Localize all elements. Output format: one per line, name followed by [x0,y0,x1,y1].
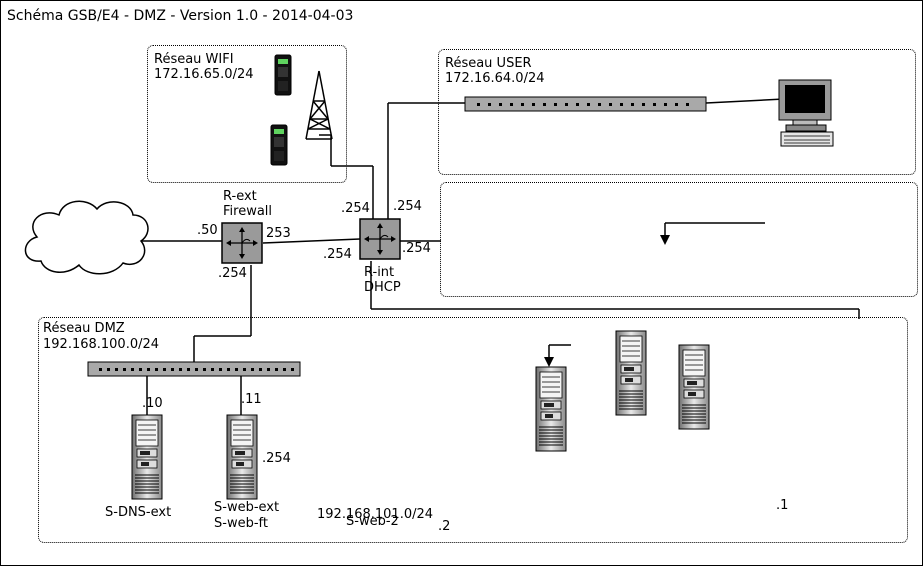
router-rext-name: R-ext [223,189,257,204]
switch-port [598,103,601,106]
zone-wifi [147,45,347,183]
switch-port [171,368,174,371]
workstation-icon [778,79,834,147]
switch-port [664,103,667,106]
server-label-web-ext: S-web-ext [214,500,280,515]
antenna-icon [305,70,333,140]
server-label-web-ft: S-web-ft [214,516,268,531]
switch-port [235,368,238,371]
switch-port [283,368,286,371]
switch-port [587,103,590,106]
switch-port [477,103,480,106]
switch-port [291,368,294,371]
zone-user-name: Réseau USER [445,56,532,71]
switch-port [554,103,557,106]
cloud-icon [24,200,149,275]
zone-user-subnet: 172.16.64.0/24 [445,71,545,86]
switch-port [686,103,689,106]
switch-port [131,368,134,371]
switch-port [499,103,502,106]
switch-port [521,103,524,106]
ip-label: .11 [241,392,262,407]
switch-port [510,103,513,106]
diagram-title: Schéma GSB/E4 - DMZ - Version 1.0 - 2014… [7,8,354,24]
pda-icon [270,124,288,166]
switch-port [532,103,535,106]
ip-label: .254 [323,247,352,262]
switch-port [251,368,254,371]
switch-port [139,368,142,371]
pda-icon [274,54,292,96]
switch-port [543,103,546,106]
server-icon [615,330,647,416]
switch-port [195,368,198,371]
ip-label: .254 [262,451,291,466]
zone-empty [440,182,918,297]
links [139,98,860,415]
server-icon [131,414,163,500]
switch-port [243,368,246,371]
switch-port [155,368,158,371]
switch-port [163,368,166,371]
switch-port [653,103,656,106]
server-icon [535,366,567,452]
switch-port [488,103,491,106]
subnet-101-label: 192.168.101.0/24 [317,507,434,522]
server-label-dns: S-DNS-ext [105,505,172,520]
switch-port [179,368,182,371]
router-icon [221,222,263,264]
switch-port [99,368,102,371]
ip-label: .50 [197,223,218,238]
server-icon [678,344,710,430]
server-icon [226,414,258,500]
switch-icon [87,361,301,377]
switch-port [565,103,568,106]
switch-port [576,103,579,106]
zone-dmz-subnet: 192.168.100.0/24 [43,337,160,352]
switch-port [187,368,190,371]
router-rint-role: DHCP [364,280,401,295]
switch-port [675,103,678,106]
zone-dmz [38,317,908,543]
switch-port [211,368,214,371]
server-label-web2: S-web-2 [346,514,399,529]
ip-label: 253 [266,226,291,241]
router-rint-name: R-int [364,265,395,280]
switch-port [107,368,110,371]
switch-port [267,368,270,371]
ip-label: .254 [393,199,422,214]
router-icon [359,218,401,260]
ip-label: .10 [142,396,163,411]
switch-port [115,368,118,371]
switch-port [620,103,623,106]
switch-port [219,368,222,371]
switch-port [609,103,612,106]
router-rext-role: Firewall [223,204,273,219]
zone-wifi-subnet: 172.16.65.0/24 [154,67,254,82]
zone-dmz-name: Réseau DMZ [43,321,125,336]
switch-port [631,103,634,106]
ip-label: .2 [438,519,451,534]
zone-user [438,49,916,175]
switch-port [227,368,230,371]
ip-label: .254 [402,241,431,256]
ip-label: .254 [341,201,370,216]
switch-icon [464,96,707,112]
switch-port [259,368,262,371]
switch-port [147,368,150,371]
ip-label: .1 [776,498,789,513]
switch-port [275,368,278,371]
zone-wifi-name: Réseau WIFI [154,52,234,67]
switch-port [123,368,126,371]
ip-label: .254 [218,266,247,281]
switch-port [203,368,206,371]
switch-port [642,103,645,106]
